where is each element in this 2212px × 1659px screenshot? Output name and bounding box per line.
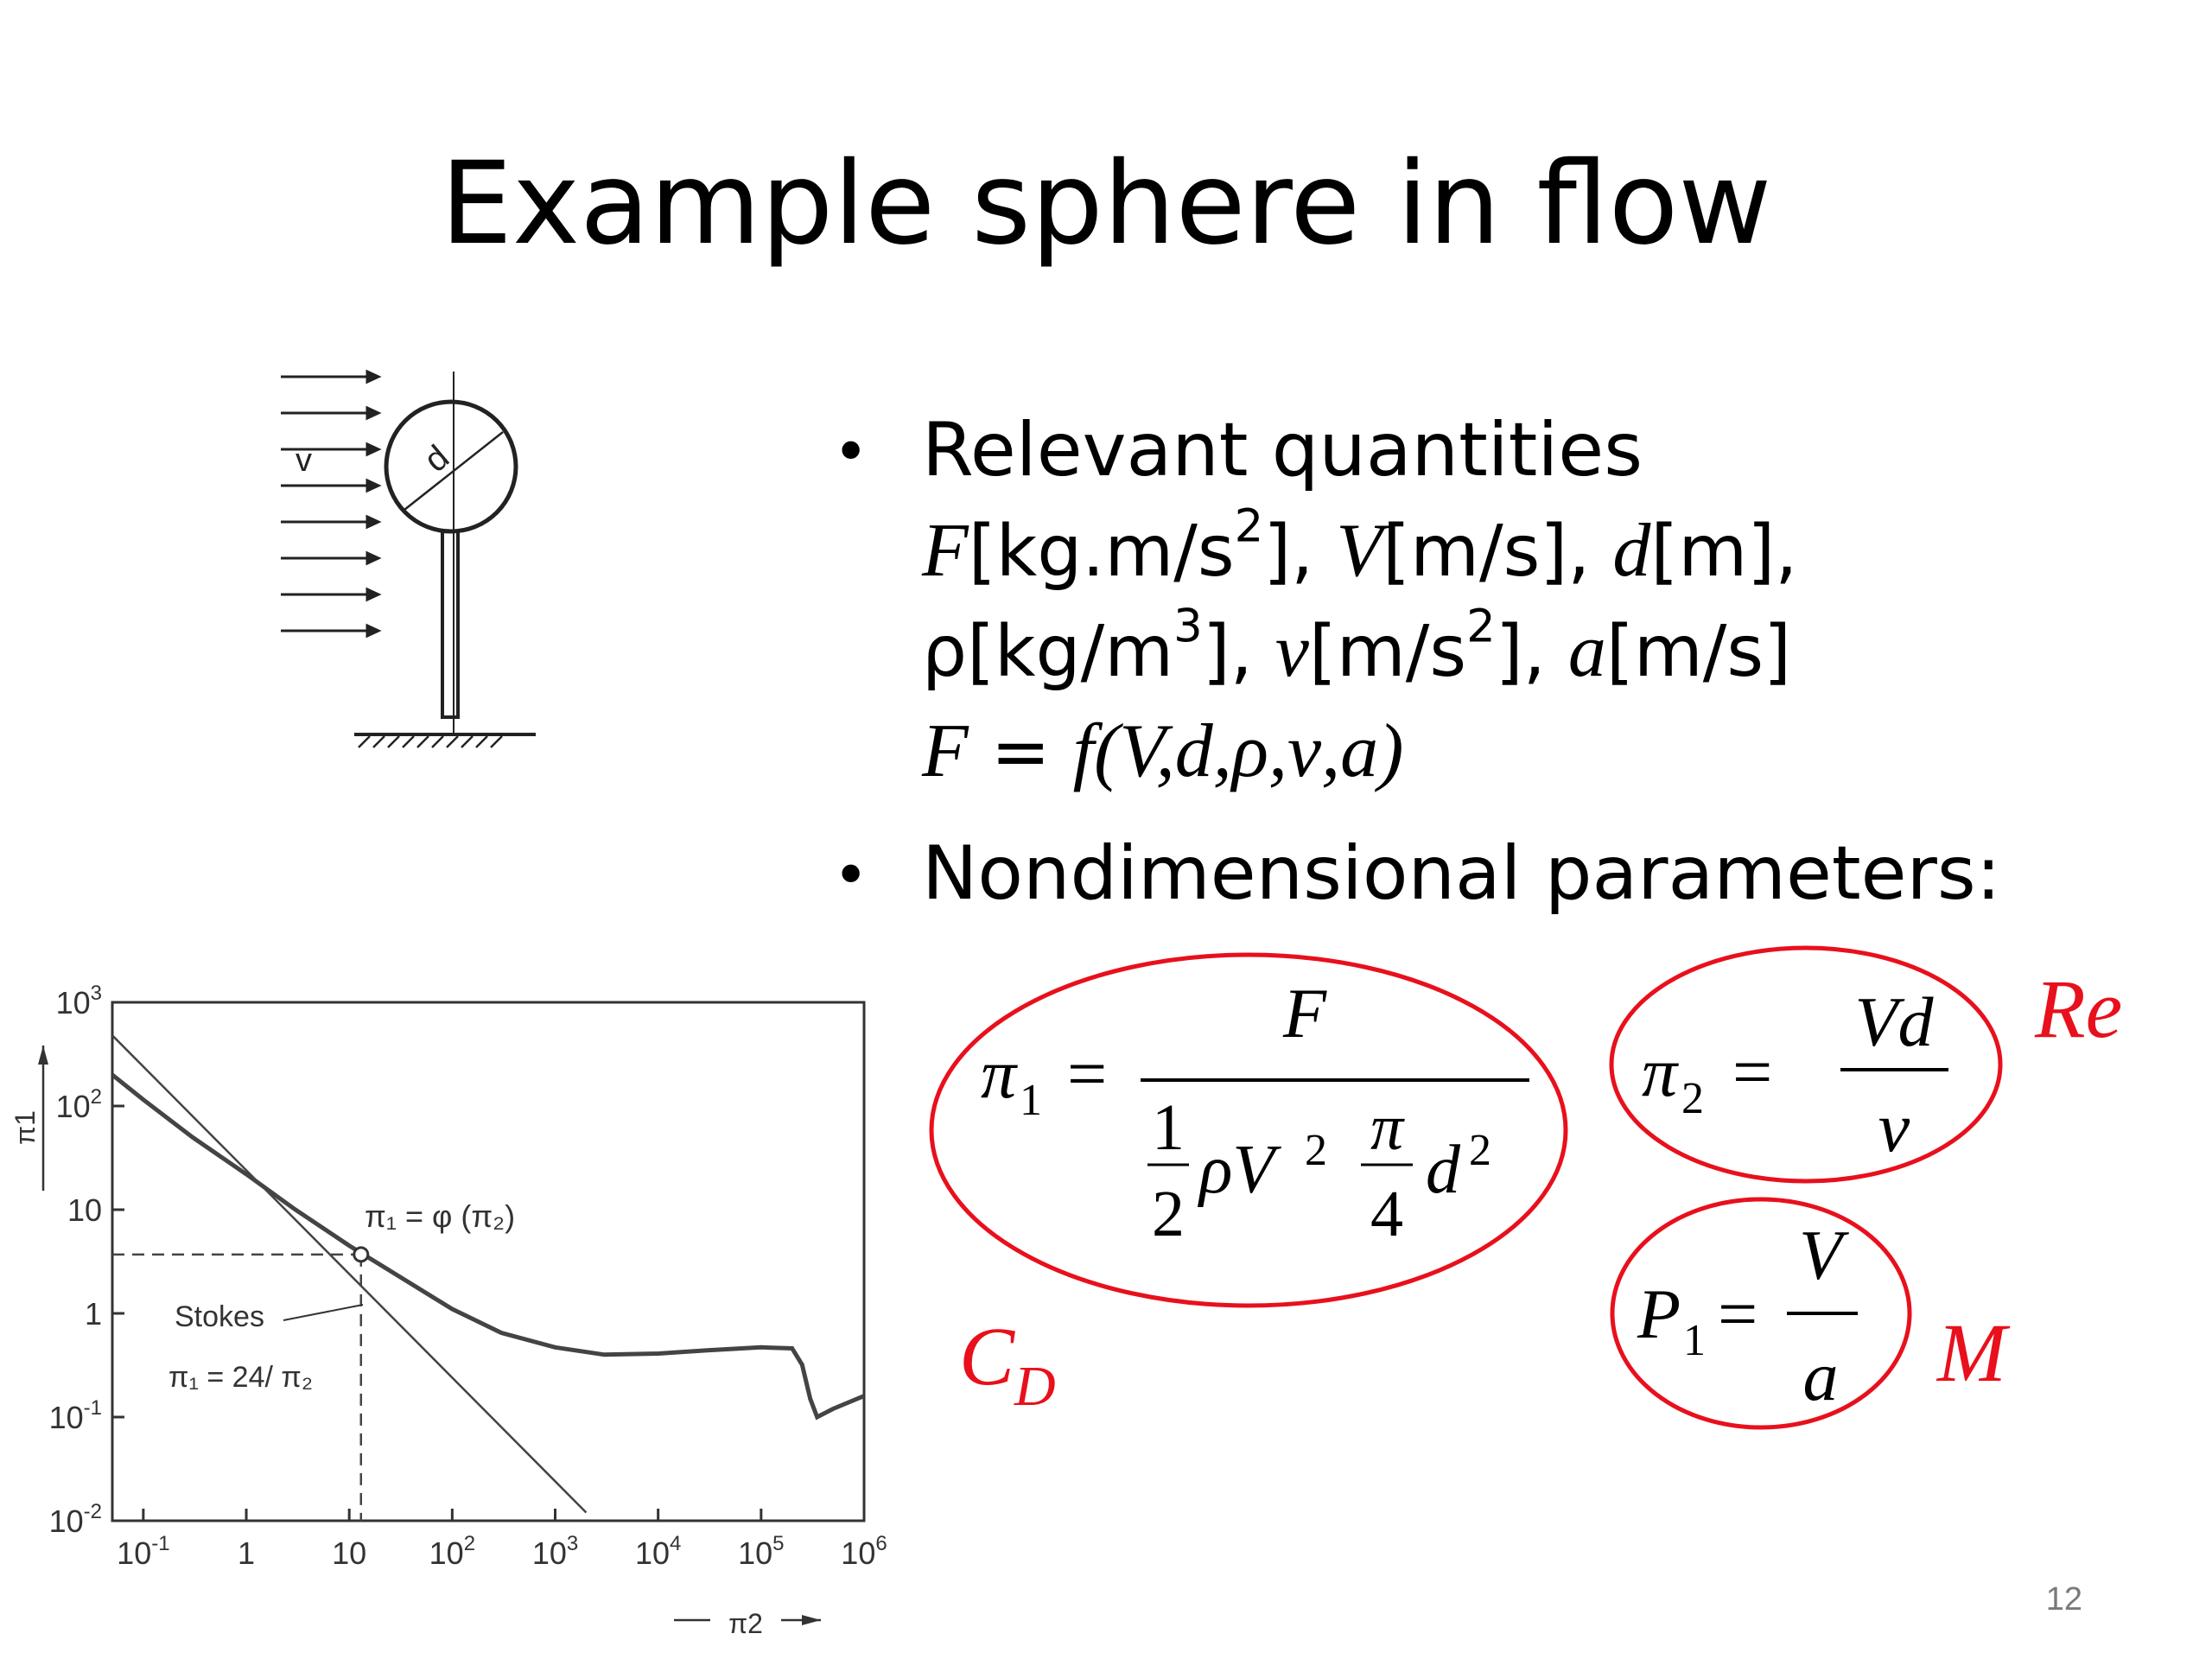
plot-frame <box>111 1001 866 1522</box>
y-axis-title: π1 <box>10 1046 48 1191</box>
x-tick-label: 102 <box>429 1532 475 1571</box>
y-tick-label: 1 <box>85 1296 102 1332</box>
stokes-formula: π₁ = 24/ π₂ <box>168 1361 313 1394</box>
d-exponent: 2 <box>1469 1126 1491 1175</box>
pi2-equals: = <box>1732 1033 1772 1111</box>
v-exponent: 2 <box>1305 1126 1327 1175</box>
stokes-line <box>112 1034 588 1514</box>
pi2-subscript: 2 <box>1681 1074 1704 1123</box>
bullet-marker: • <box>833 416 869 487</box>
x-tick-label: 106 <box>841 1532 887 1571</box>
flow-velocity-label: v <box>296 442 312 479</box>
p1-numerator: V <box>1799 1216 1849 1294</box>
pi1-equals: = <box>1067 1034 1107 1113</box>
formula-p1: P 1 = V a <box>1610 1197 1912 1430</box>
stokes-label: Stokes <box>175 1300 264 1333</box>
x-axis-label: π2 <box>728 1608 763 1639</box>
x-tick-label: 104 <box>635 1532 681 1571</box>
y-tick-label: 103 <box>56 982 102 1020</box>
formula-pi2: π 2 = Vd ν <box>1609 945 2003 1184</box>
y-tick-label: 10 <box>67 1192 102 1228</box>
rho-v: ρV <box>1197 1132 1281 1208</box>
bullet-nondimensional: Nondimensional parameters: <box>922 830 2001 917</box>
reynolds-label: Re <box>2035 963 2123 1055</box>
p1-subscript: 1 <box>1683 1316 1706 1365</box>
y-tick-label: 10-1 <box>49 1396 102 1435</box>
four-denominator: 4 <box>1370 1178 1403 1250</box>
quantities-line-1: F[kg.m/s2], V[m/s], d[m], <box>922 499 1798 593</box>
pi2-ellipse <box>1609 945 2003 1184</box>
pi1-symbol: π <box>981 1034 1018 1113</box>
drag-coefficient-label: CD <box>959 1310 1056 1418</box>
x-tick-label: 105 <box>738 1532 784 1571</box>
diameter-line <box>404 431 504 511</box>
pi2-numerator: Vd <box>1854 982 1934 1061</box>
p1-ellipse <box>1610 1197 1912 1430</box>
function-line: F = f(V,d,ρ,ν,a) <box>922 709 1404 793</box>
pi1-numerator: F <box>1282 974 1327 1052</box>
stokes-label-pointer <box>283 1304 364 1321</box>
half-numerator: 1 <box>1152 1091 1185 1164</box>
pi1-ellipse <box>929 952 1568 1308</box>
pi1-subscript: 1 <box>1020 1076 1042 1125</box>
drag-curve <box>112 1072 864 1421</box>
y-tick-label: 102 <box>56 1085 102 1124</box>
bullet-relevant-quantities: Relevant quantities <box>922 407 1643 493</box>
x-tick-label: 103 <box>532 1532 578 1571</box>
bullet-marker: • <box>833 840 869 911</box>
half-denominator: 2 <box>1152 1178 1185 1250</box>
formula-pi1: π 1 = F 1 2 ρV 2 π 4 d 2 <box>929 952 1568 1308</box>
p1-equals: = <box>1718 1274 1758 1353</box>
y-tick-label: 10-2 <box>49 1500 102 1539</box>
d-symbol: d <box>1426 1132 1461 1208</box>
p1-denominator: a <box>1803 1337 1839 1415</box>
curve-label: π₁ = φ (π₂) <box>365 1198 515 1234</box>
pi2-denominator: ν <box>1878 1088 1910 1166</box>
pi2-symbol: π <box>1642 1033 1679 1111</box>
flow-arrows <box>281 369 382 639</box>
x-tick-label: 10 <box>332 1535 366 1571</box>
quantities-line-2: ρ[kg/m3], ν[m/s2], a[m/s] <box>922 600 1792 693</box>
mach-label: M <box>1937 1306 2006 1399</box>
ground-hatch <box>358 735 503 748</box>
p1-symbol: P <box>1637 1274 1681 1353</box>
x-axis-title: π2 <box>674 1605 821 1640</box>
sphere-diagram: v d <box>281 369 536 748</box>
pi-numerator: π <box>1370 1091 1405 1164</box>
drag-chart: 10-1 1 10 102 103 104 105 106 10-2 10-1 1 10 102 103… <box>10 982 887 1640</box>
support-stick <box>441 530 460 719</box>
y-axis-label: π1 <box>10 1110 41 1145</box>
page-number: 12 <box>2045 1581 2082 1618</box>
x-tick-label: 10-1 <box>117 1532 169 1571</box>
intersection-marker <box>353 1246 370 1263</box>
slide-title: Example sphere in flow <box>440 137 1772 270</box>
x-tick-label: 1 <box>238 1535 255 1571</box>
